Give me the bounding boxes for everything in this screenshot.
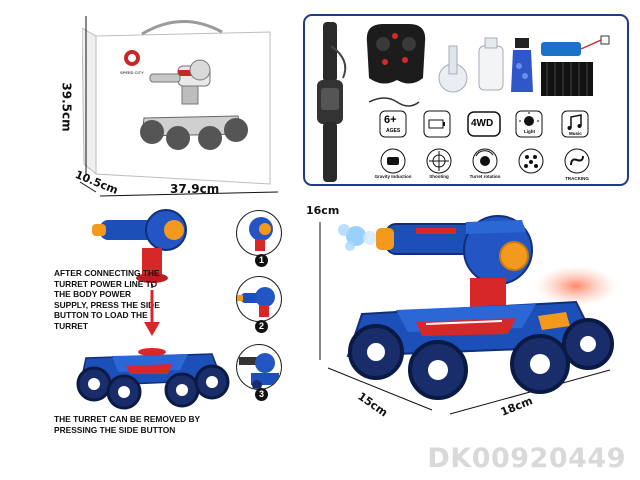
water-bottle-icon [478,37,504,91]
contents-panel: 6+ AGES 4WD Light Music Gravity Inductio… [303,14,629,186]
turret-drawing [92,209,187,316]
light-icon: Light [515,110,543,138]
rc-tank-drawing [338,215,616,400]
6-plus-ages-icon: 6+ AGES [379,110,407,138]
step-2-bubble [236,276,282,322]
step-3-bubble [236,344,282,390]
watch-controller-icon [317,22,347,182]
package-box: SPEED CITY [81,14,282,192]
battery-pack-icon [541,35,610,56]
gel-beads-icon [511,38,533,92]
connect-instruction-text: AFTER CONNECTING THE TURRET POWER LINE T… [54,268,160,331]
shooting-icon: Shooting [425,148,453,179]
turret-illustration [90,206,200,331]
step-2-number: 2 [255,320,268,333]
battery-icon [423,110,451,138]
product-code: DK00920449 [427,443,626,474]
box-dimension-lines [79,16,279,197]
contents-accessories [317,22,610,182]
remove-instruction-text: THE TURRET CAN BE REMOVED BY PRESSING TH… [54,414,200,435]
box-brand-text: SPEED CITY [120,70,144,75]
spray-icon [517,148,545,176]
water-splash-icon [338,224,377,251]
aa-batteries-icon [541,62,593,96]
step-1-number: 1 [255,254,268,267]
rc-tank-illustration [326,206,626,411]
step-1-bubble [236,210,282,256]
4wd-icon: 4WD [467,110,501,138]
package-box-drawing [81,20,271,185]
tracking-icon: TRACKING [563,148,591,181]
turret-rotation-icon: Turret rotation [470,148,500,179]
funnel-icon [438,45,468,93]
music-icon: Music [561,110,589,138]
remote-control-icon [366,24,426,84]
gravity-induction-icon: Gravity Induction [374,148,412,179]
box-width-label: 37.9cm [170,182,220,196]
arrow-down-icon [144,290,160,336]
tank-height-label: 16cm [306,204,340,217]
mist-spray-icon [536,266,616,306]
usb-cable-icon [368,97,420,107]
car-base-illustration [72,330,232,415]
car-base-drawing [76,348,230,410]
step-3-number: 3 [255,388,268,401]
